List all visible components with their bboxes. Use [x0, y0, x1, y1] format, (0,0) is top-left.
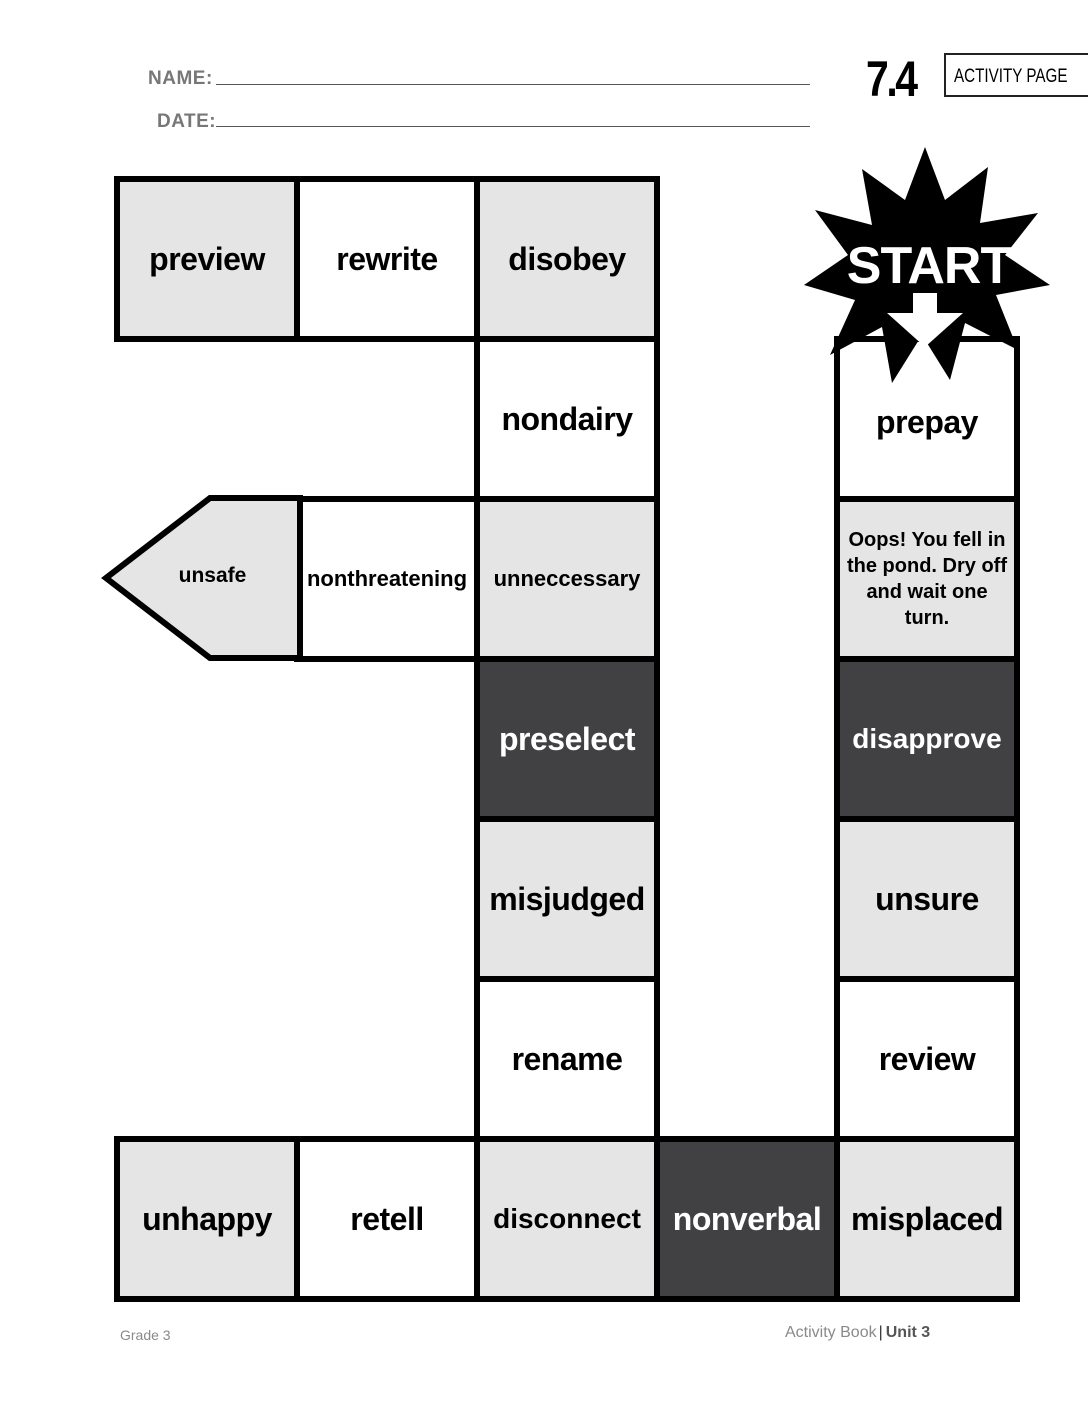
- footer-book-title: Activity Book: [785, 1324, 877, 1341]
- space-unhappy[interactable]: unhappy: [114, 1136, 300, 1302]
- space-nonverbal[interactable]: nonverbal: [654, 1136, 840, 1302]
- name-line[interactable]: [216, 84, 810, 85]
- space-nonthreatening[interactable]: nonthreatening: [294, 496, 480, 662]
- date-line[interactable]: [216, 126, 810, 127]
- start-arrow-icon: [887, 293, 963, 347]
- start-burst-icon: [804, 147, 1050, 383]
- space-retell[interactable]: retell: [294, 1136, 480, 1302]
- space-oops[interactable]: Oops! You fell in the pond. Dry off and …: [834, 496, 1020, 662]
- space-disapprove[interactable]: disapprove: [834, 656, 1020, 822]
- activity-label: ACTIVITY PAGE: [954, 66, 1068, 87]
- space-unneccessary[interactable]: unneccessary: [474, 496, 660, 662]
- space-unsure[interactable]: unsure: [834, 816, 1020, 982]
- activity-number: 7.4: [866, 51, 918, 107]
- space-unsafe-pointer[interactable]: [100, 495, 304, 665]
- space-disobey[interactable]: disobey: [474, 176, 660, 342]
- date-label: DATE:: [157, 111, 217, 132]
- space-unsafe: unsafe: [178, 564, 247, 587]
- space-preview[interactable]: preview: [114, 176, 300, 342]
- footer-book: Activity Book|Unit 3: [785, 1324, 930, 1342]
- name-label: NAME:: [148, 68, 213, 89]
- footer-grade: Grade 3: [120, 1327, 171, 1343]
- start-label: START: [846, 237, 1012, 295]
- space-disconnect[interactable]: disconnect: [474, 1136, 660, 1302]
- footer-unit: Unit 3: [885, 1324, 931, 1341]
- space-rename[interactable]: rename: [474, 976, 660, 1142]
- space-rewrite[interactable]: rewrite: [294, 176, 480, 342]
- space-nondairy[interactable]: nondairy: [474, 336, 660, 502]
- space-misplaced[interactable]: misplaced: [834, 1136, 1020, 1302]
- space-misjudged[interactable]: misjudged: [474, 816, 660, 982]
- footer-separator: |: [878, 1324, 883, 1341]
- activity-label-box: [944, 53, 1088, 97]
- space-preselect[interactable]: preselect: [474, 656, 660, 822]
- space-review[interactable]: review: [834, 976, 1020, 1142]
